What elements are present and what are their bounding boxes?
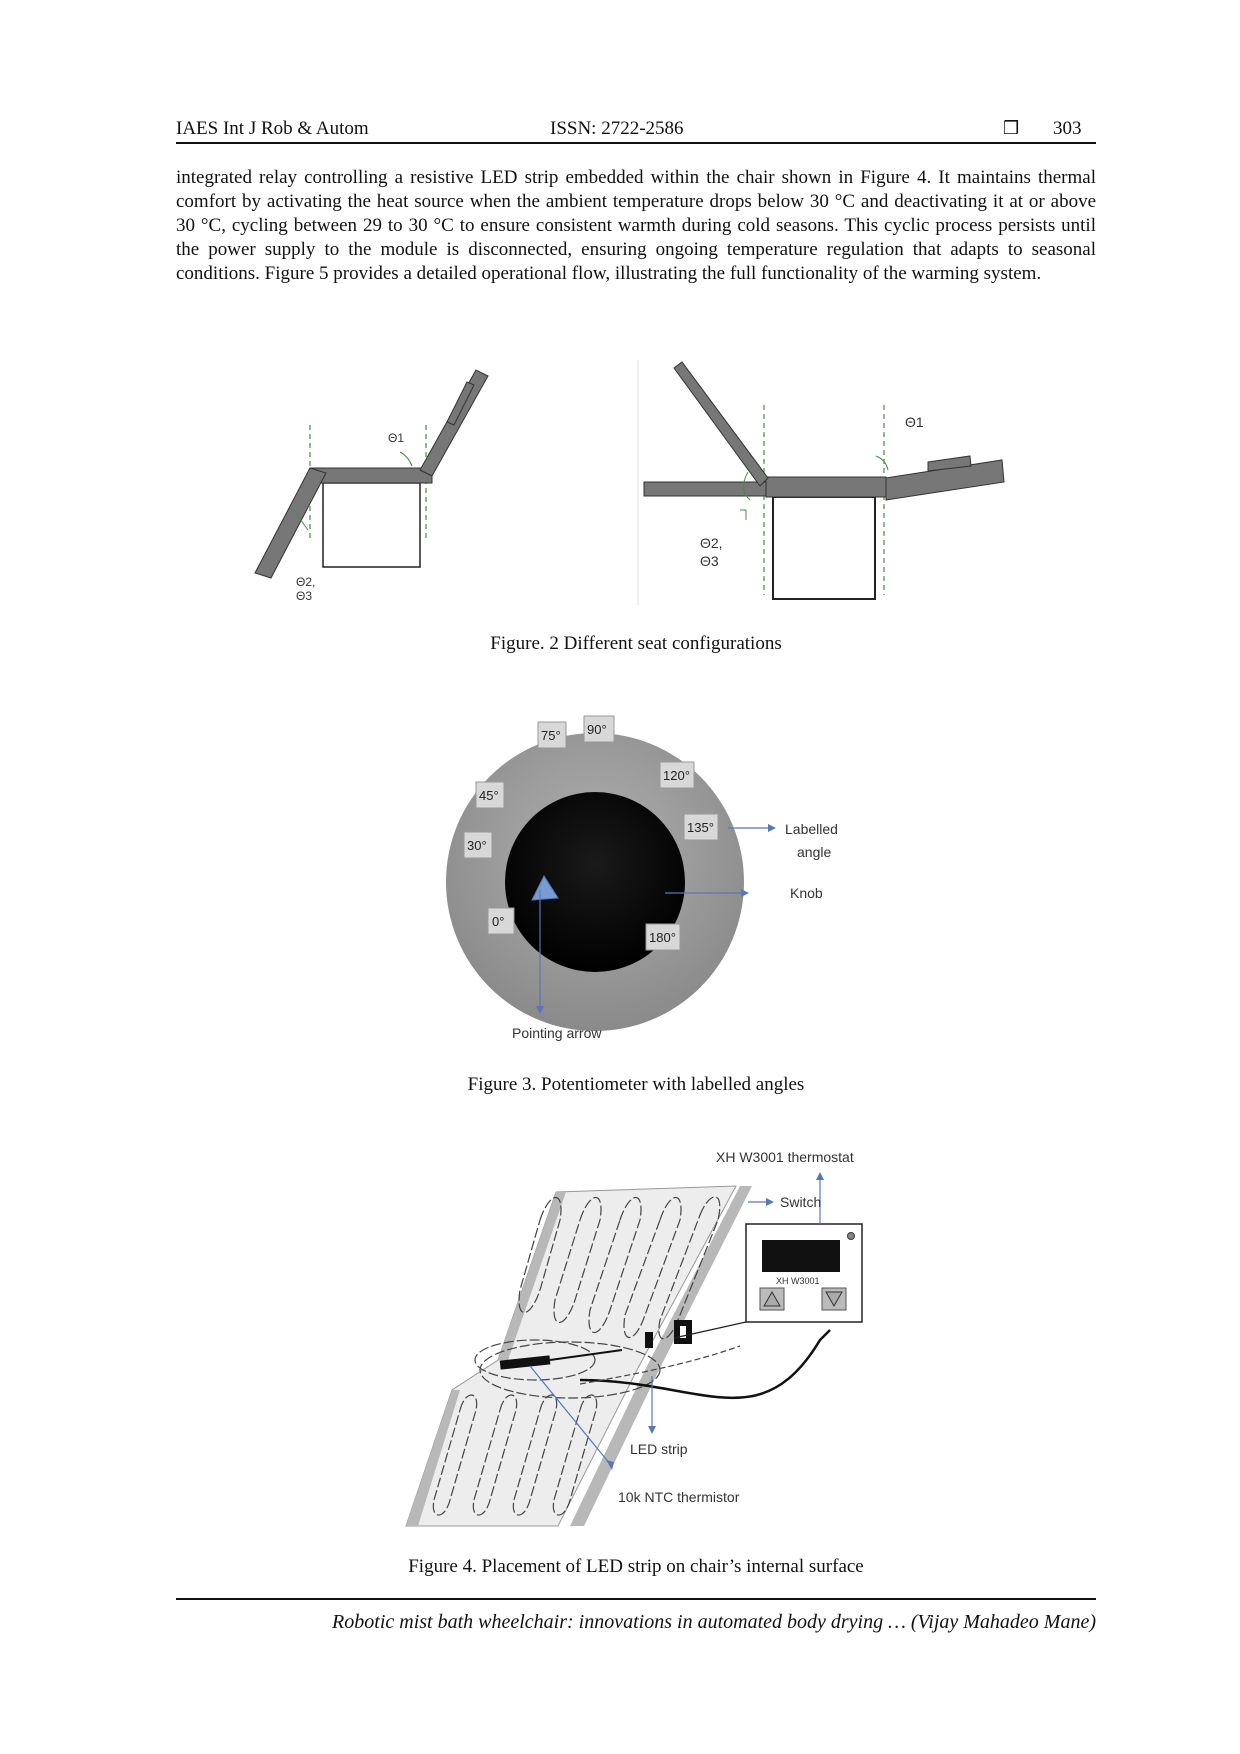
left-theta3-label: Θ3 [296, 589, 312, 603]
switch-label: Switch [780, 1194, 821, 1210]
angle-label-90: 90° [587, 722, 607, 737]
figure-4-led-strip-placement: XH W3001 XH W3001 thermostat Switch LED … [405, 1149, 863, 1527]
right-theta2-label: Θ2, [700, 535, 723, 551]
square-bullet-icon: ❒ [1003, 118, 1020, 138]
issn: ISSN: 2722-2586 [550, 118, 684, 139]
thermostat-display [762, 1240, 840, 1272]
potentiometer-knob [505, 792, 685, 972]
down-arrow-button-icon [825, 1291, 843, 1308]
labelled-angle-label-line1: Labelled [785, 821, 838, 837]
left-theta2-label: Θ2, [296, 575, 315, 589]
angle-label-0: 0° [492, 914, 504, 929]
page-number: 303 [1053, 118, 1082, 139]
angle-label-75: 75° [541, 728, 561, 743]
right-theta1-label: Θ1 [905, 414, 924, 430]
labelled-angle-label-line2: angle [797, 844, 831, 860]
thermistor-probe [499, 1355, 551, 1370]
angle-label-135: 135° [687, 820, 714, 835]
figure-3-potentiometer: 75° 90° 120° 135° 45° 30° 0° 180° Labell… [446, 715, 838, 1041]
figure-2-seat-configurations: Θ1 Θ2, Θ3 Θ1 Θ2, Θ3 [254, 360, 1005, 605]
figure-4-caption: Figure 4. Placement of LED strip on chai… [408, 1556, 864, 1577]
left-theta1-label: Θ1 [388, 431, 404, 445]
chair-surface [405, 1185, 737, 1527]
plug-icon [645, 1332, 653, 1348]
pointing-arrow-label: Pointing arrow [512, 1025, 602, 1041]
angle-label-180: 180° [649, 930, 676, 945]
angle-label-45: 45° [479, 788, 499, 803]
footer-citation: Robotic mist bath wheelchair: innovation… [332, 1611, 1096, 1633]
angle-label-120: 120° [663, 768, 690, 783]
thermostat-label: XH W3001 thermostat [716, 1149, 854, 1165]
body-paragraph: integrated relay controlling a resistive… [176, 167, 1096, 284]
pointing-arrow-icon [531, 874, 559, 901]
journal-name: IAES Int J Rob & Autom [176, 118, 369, 139]
footer-rule [176, 1598, 1096, 1600]
thermostat-indicator-icon [847, 1232, 855, 1240]
angle-label-30: 30° [467, 838, 487, 853]
led-strip-label: LED strip [630, 1441, 688, 1457]
thermostat-device-label: XH W3001 [776, 1276, 820, 1286]
up-arrow-button-icon [763, 1290, 781, 1307]
knob-label: Knob [790, 885, 823, 901]
header-rule [176, 142, 1096, 144]
seat-config-right: Θ1 Θ2, Θ3 [637, 360, 1005, 605]
seat-config-left: Θ1 Θ2, Θ3 [254, 369, 489, 603]
figure-3-caption: Figure 3. Potentiometer with labelled an… [467, 1074, 805, 1095]
right-theta3-label: Θ3 [700, 553, 719, 569]
figure-2-caption: Figure. 2 Different seat configurations [490, 633, 782, 654]
thermistor-label: 10k NTC thermistor [618, 1489, 740, 1505]
